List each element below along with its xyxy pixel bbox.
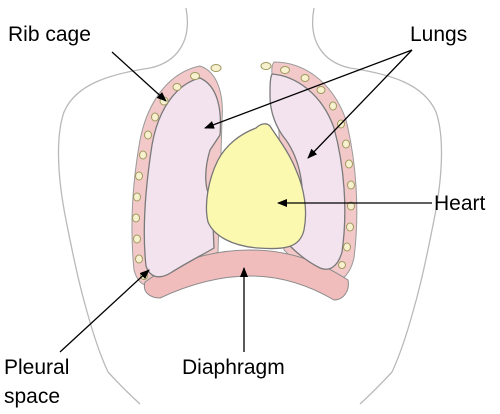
rib-cage-label: Rib cage [8, 24, 91, 46]
pleural-space-label-line1: Pleural [4, 357, 69, 379]
lungs-label: Lungs [410, 24, 467, 46]
diaphragm-label: Diaphragm [182, 357, 285, 379]
arrow-rib-cage [112, 52, 166, 101]
heart-label: Heart [434, 193, 485, 215]
arrow-pleural-space [60, 270, 149, 352]
pleural-space-label-line2: space [4, 386, 60, 408]
